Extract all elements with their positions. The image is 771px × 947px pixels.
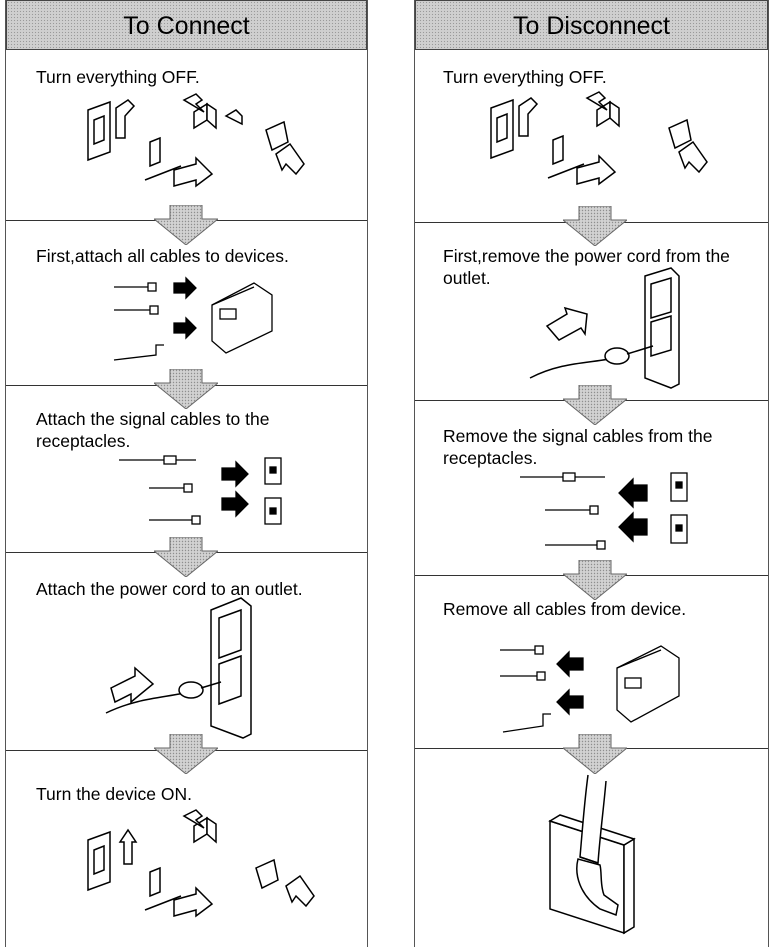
switches-off-illustration xyxy=(87,93,305,188)
down-arrow-icon xyxy=(563,560,627,600)
connect-step-4-text: Attach the power cord to an outlet. xyxy=(36,579,303,599)
down-arrow-icon xyxy=(154,537,218,577)
down-arrow-icon xyxy=(563,206,627,246)
disconnect-title: To Disconnect xyxy=(512,12,671,40)
connect-title: To Connect xyxy=(123,12,250,40)
attach-cables-illustration xyxy=(113,276,273,361)
remove-cables-from-device-illustration xyxy=(500,645,680,733)
down-arrow-icon xyxy=(154,205,218,245)
switches-on-illustration xyxy=(87,809,315,918)
remove-power-cord-illustration xyxy=(529,267,680,389)
down-arrow-icon xyxy=(154,734,218,774)
switches-off-illustration xyxy=(490,91,708,186)
connect-column: To Connect Turn everything OFF. First,at… xyxy=(5,0,368,947)
carry-device-illustration xyxy=(548,774,636,935)
down-arrow-icon xyxy=(563,385,627,425)
disconnect-header: To Disconnect xyxy=(415,0,768,50)
connect-step-5-text: Turn the device ON. xyxy=(36,784,192,804)
down-arrow-icon xyxy=(154,369,218,409)
disconnect-step-1-text: Turn everything OFF. xyxy=(443,67,607,87)
down-arrow-icon xyxy=(563,734,627,774)
attach-signal-cables-illustration xyxy=(119,455,282,525)
connect-header: To Connect xyxy=(6,0,367,50)
connect-step-3-text: Attach the signal cables to the receptac… xyxy=(36,409,270,451)
disconnect-step-3-text: Remove the signal cables from the recept… xyxy=(443,426,713,468)
connect-step-1-text: Turn everything OFF. xyxy=(36,67,200,87)
power-outlet-illustration xyxy=(105,597,252,739)
disconnect-step-2-text: First,remove the power cord from the out… xyxy=(443,246,730,288)
disconnect-step-4-text: Remove all cables from device. xyxy=(443,599,687,619)
remove-signal-cables-illustration xyxy=(520,472,688,550)
disconnect-column: To Disconnect Turn everything OFF. First… xyxy=(414,0,769,947)
connect-step-2-text: First,attach all cables to devices. xyxy=(36,246,289,266)
